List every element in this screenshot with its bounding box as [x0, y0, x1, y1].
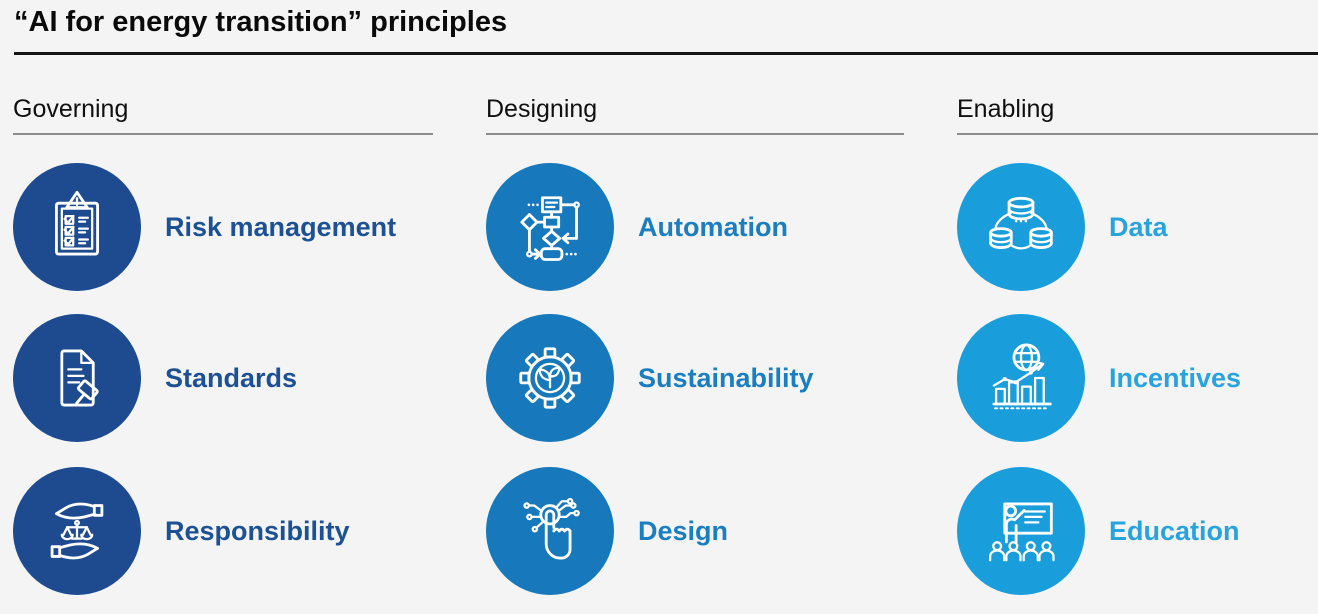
touch-circuit-icon [523, 497, 580, 560]
principle-standards: Standards [13, 314, 297, 442]
icon-circle [486, 314, 614, 442]
principle-incentives: Incentives [957, 314, 1241, 442]
column-header-governing: Governing [13, 95, 129, 123]
principle-data: Data [957, 163, 1168, 291]
icon-circle [13, 314, 141, 442]
column-underline [13, 133, 433, 135]
clipboard-warning-checklist-icon [55, 190, 99, 256]
principle-design: Design [486, 467, 728, 595]
icon-circle [486, 467, 614, 595]
flowchart-icon [520, 196, 580, 261]
icon-circle [13, 467, 141, 595]
globe-growth-chart-icon [992, 343, 1052, 410]
page-title: “AI for energy transition” principles [14, 6, 508, 38]
title-divider [14, 52, 1318, 55]
column-designing: Designing [486, 94, 904, 595]
principle-label: Data [1109, 211, 1168, 242]
hands-balance-scale-icon [50, 502, 104, 560]
column-governing: Governing [13, 94, 433, 595]
principle-risk-management: Risk management [13, 163, 396, 291]
principle-label: Automation [638, 211, 788, 242]
principle-label: Design [638, 515, 729, 546]
column-enabling: Enabling [957, 94, 1318, 595]
principle-automation: Automation [486, 163, 788, 291]
principle-label: Sustainability [638, 362, 814, 393]
presenter-classroom-icon [988, 502, 1055, 562]
icon-circle [957, 163, 1085, 291]
column-underline [957, 133, 1318, 135]
principle-label: Education [1109, 515, 1240, 546]
icon-circle [957, 467, 1085, 595]
principle-label: Incentives [1109, 362, 1242, 393]
icon-circle [486, 163, 614, 291]
principle-education: Education [957, 467, 1240, 595]
database-network-icon [989, 196, 1053, 250]
column-underline [486, 133, 904, 135]
column-header-designing: Designing [486, 95, 598, 123]
principle-label: Standards [165, 362, 298, 393]
document-gavel-icon [60, 349, 99, 407]
gear-plant-icon [519, 347, 581, 409]
principle-label: Responsibility [165, 515, 350, 546]
principle-label: Risk management [165, 211, 397, 242]
principle-responsibility: Responsibility [13, 467, 350, 595]
icon-circle [957, 314, 1085, 442]
principle-sustainability: Sustainability [486, 314, 814, 442]
icon-circle [13, 163, 141, 291]
column-header-enabling: Enabling [957, 95, 1055, 123]
